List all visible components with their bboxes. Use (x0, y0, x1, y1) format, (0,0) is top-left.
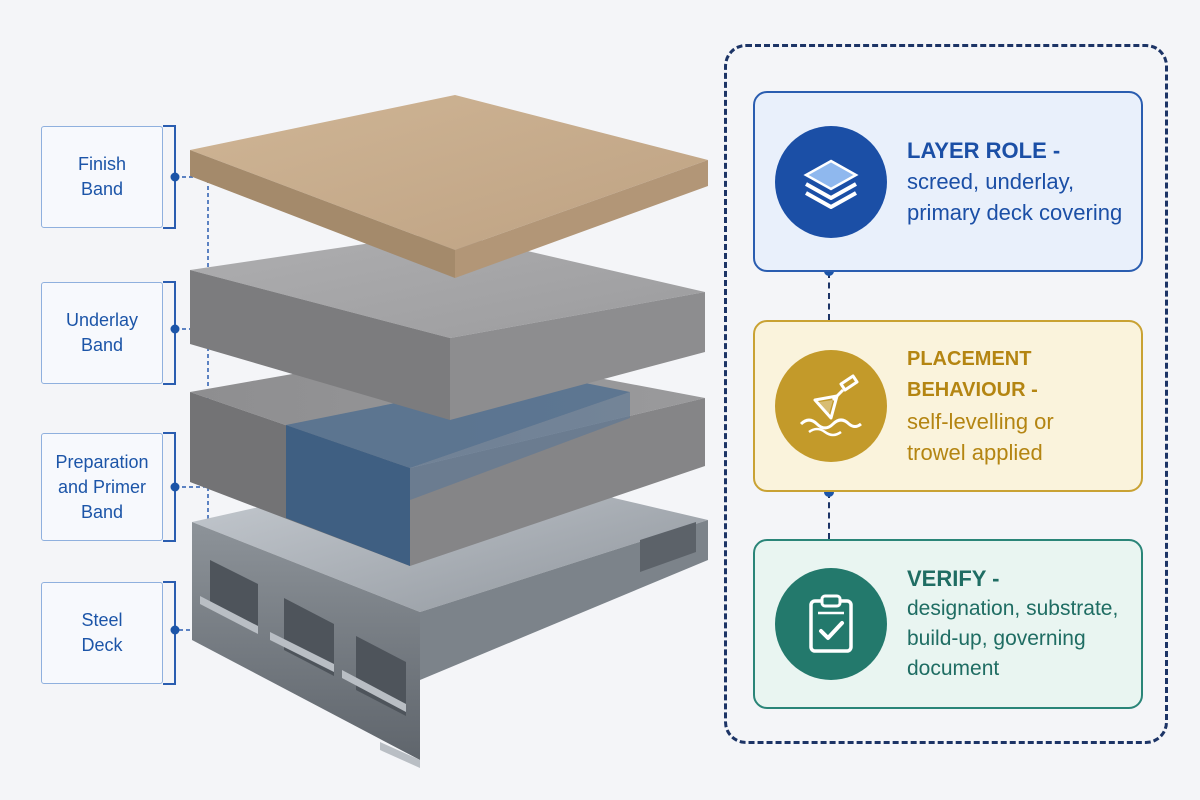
card-text: VERIFY - designation, substrate, build-u… (907, 564, 1118, 684)
card-description: designation, substrate, build-up, govern… (907, 597, 1119, 680)
bracket-lines (163, 125, 176, 685)
band-label-text: Finish Band (77, 154, 126, 199)
layers-icon (775, 125, 887, 238)
card-title: LAYER ROLE - (907, 138, 1061, 163)
card-verify: VERIFY - designation, substrate, build-u… (753, 539, 1143, 709)
info-panel-frame (724, 44, 1168, 744)
leader-dots (170, 172, 180, 635)
band-label-preparation-primer: Preparation and Primer Band (41, 433, 163, 541)
trowel-icon (775, 350, 887, 462)
card-text: LAYER ROLE - screed, underlay, primary d… (907, 135, 1122, 228)
card-title: VERIFY - (907, 566, 1000, 591)
card-placement-behaviour: PLACEMENT BEHAVIOUR - self-levelling or … (753, 320, 1143, 492)
band-label-text: Steel Deck (81, 610, 123, 655)
connector-dot (824, 487, 834, 497)
card-description: self-levelling or trowel applied (907, 409, 1054, 465)
band-label-text: Underlay Band (65, 310, 139, 355)
card-text: PLACEMENT BEHAVIOUR - self-levelling or … (907, 344, 1141, 468)
card-title: PLACEMENT BEHAVIOUR - (907, 348, 1038, 401)
card-layer-role: LAYER ROLE - screed, underlay, primary d… (753, 91, 1143, 272)
band-label-steel-deck: Steel Deck (41, 582, 163, 684)
band-label-underlay: Underlay Band (41, 282, 163, 384)
finish-layer (190, 95, 708, 278)
connector-line (828, 272, 830, 320)
card-description: screed, underlay, primary deck covering (907, 169, 1123, 225)
clipboard-check-icon (775, 568, 887, 680)
band-label-finish: Finish Band (41, 126, 163, 228)
underlay-layer (190, 232, 705, 420)
connector-line (828, 492, 830, 539)
band-label-text: Preparation and Primer Band (55, 451, 149, 522)
layer-stack-illustration (163, 95, 708, 768)
